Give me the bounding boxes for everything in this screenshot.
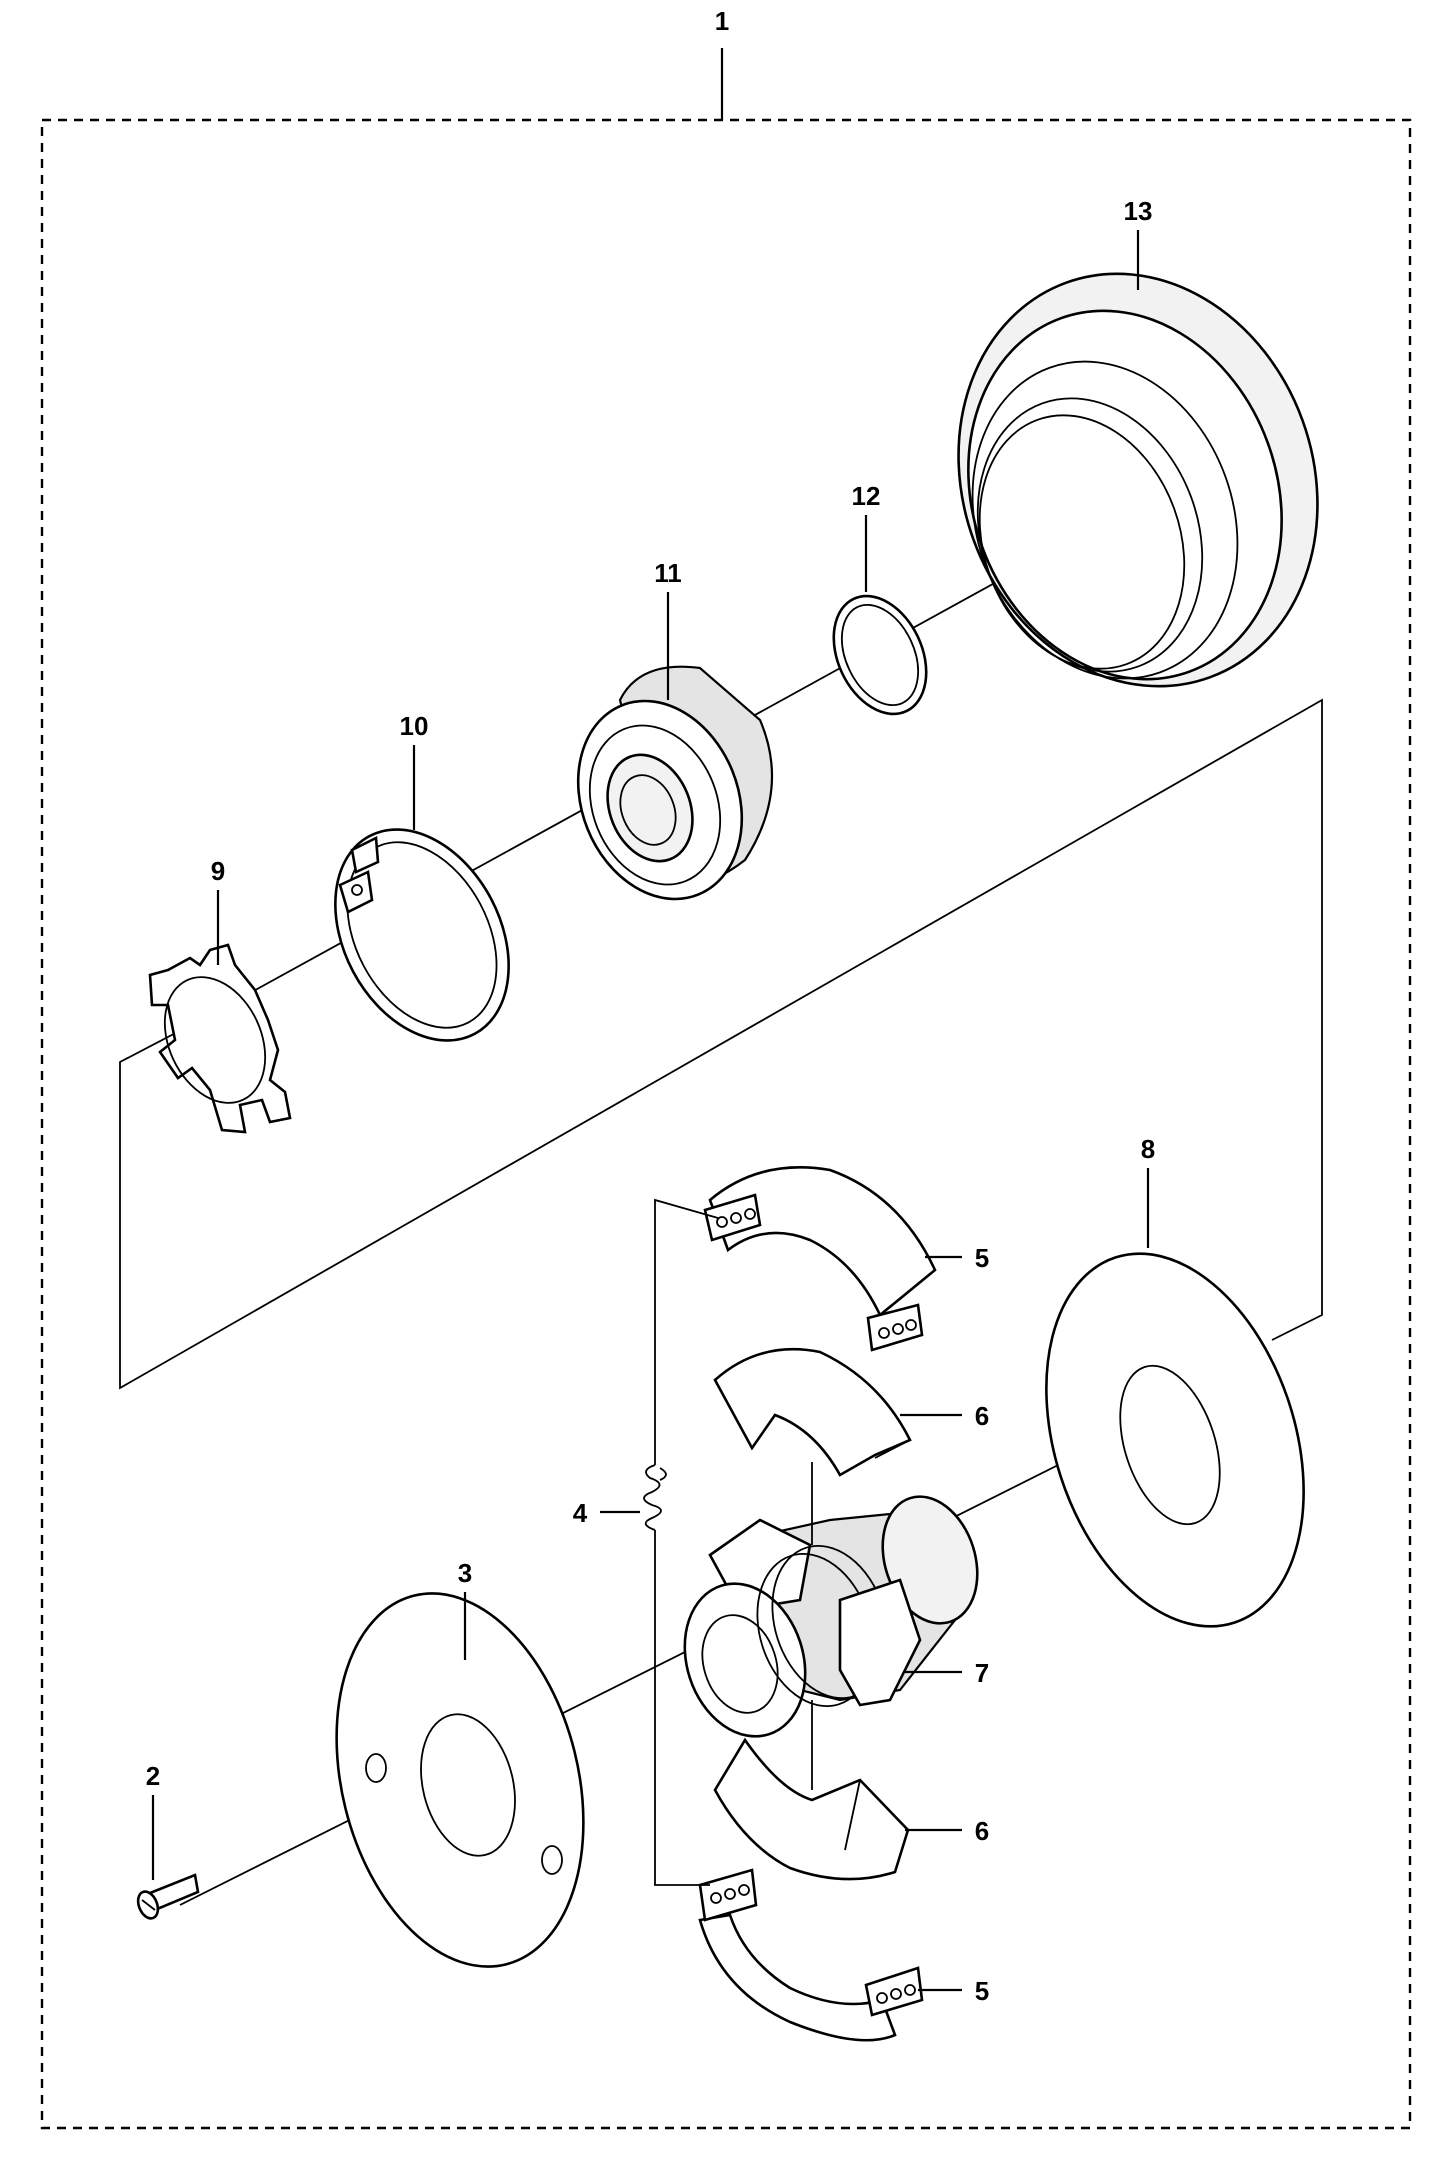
callout-13: 13 bbox=[1124, 196, 1153, 226]
part-3-cover-plate bbox=[335, 1592, 585, 1968]
part-12-ring bbox=[832, 594, 928, 716]
callout-9: 9 bbox=[211, 856, 225, 886]
part-13-clutch-drum bbox=[957, 272, 1319, 688]
part-6-lower-shoe bbox=[713, 1737, 910, 1881]
callout-5-lower: 5 bbox=[975, 1976, 989, 2006]
part-9-tab-washer bbox=[148, 943, 292, 1134]
spring-bracket bbox=[654, 1198, 719, 1465]
lower-axis bbox=[179, 1407, 1173, 1906]
part-8-washer bbox=[1045, 1252, 1305, 1628]
part-5-upper-liner bbox=[703, 1166, 937, 1352]
callout-1: 1 bbox=[715, 6, 729, 36]
part-4-spring bbox=[643, 1464, 667, 1531]
callout-12: 12 bbox=[852, 481, 881, 511]
callout-10: 10 bbox=[400, 711, 429, 741]
callout-6-upper: 6 bbox=[975, 1401, 989, 1431]
part-11-bearing bbox=[576, 665, 774, 901]
callout-2: 2 bbox=[146, 1761, 160, 1791]
callout-7: 7 bbox=[975, 1658, 989, 1688]
part-10-circlip bbox=[334, 828, 510, 1042]
callout-11: 11 bbox=[654, 558, 682, 588]
spring-bracket-lower bbox=[654, 1530, 710, 1886]
part-6-upper-shoe bbox=[713, 1348, 912, 1477]
callout-3: 3 bbox=[458, 1558, 472, 1588]
callout-6-lower: 6 bbox=[975, 1816, 989, 1846]
part-5-lower-liner bbox=[698, 1868, 924, 2042]
callout-4: 4 bbox=[573, 1498, 588, 1528]
callout-8: 8 bbox=[1141, 1134, 1155, 1164]
part-7-clutch-hub bbox=[683, 1495, 979, 1738]
callout-5-upper: 5 bbox=[975, 1243, 989, 1273]
part-2-screw bbox=[136, 1873, 200, 1920]
assembly-frame bbox=[40, 118, 1412, 2130]
